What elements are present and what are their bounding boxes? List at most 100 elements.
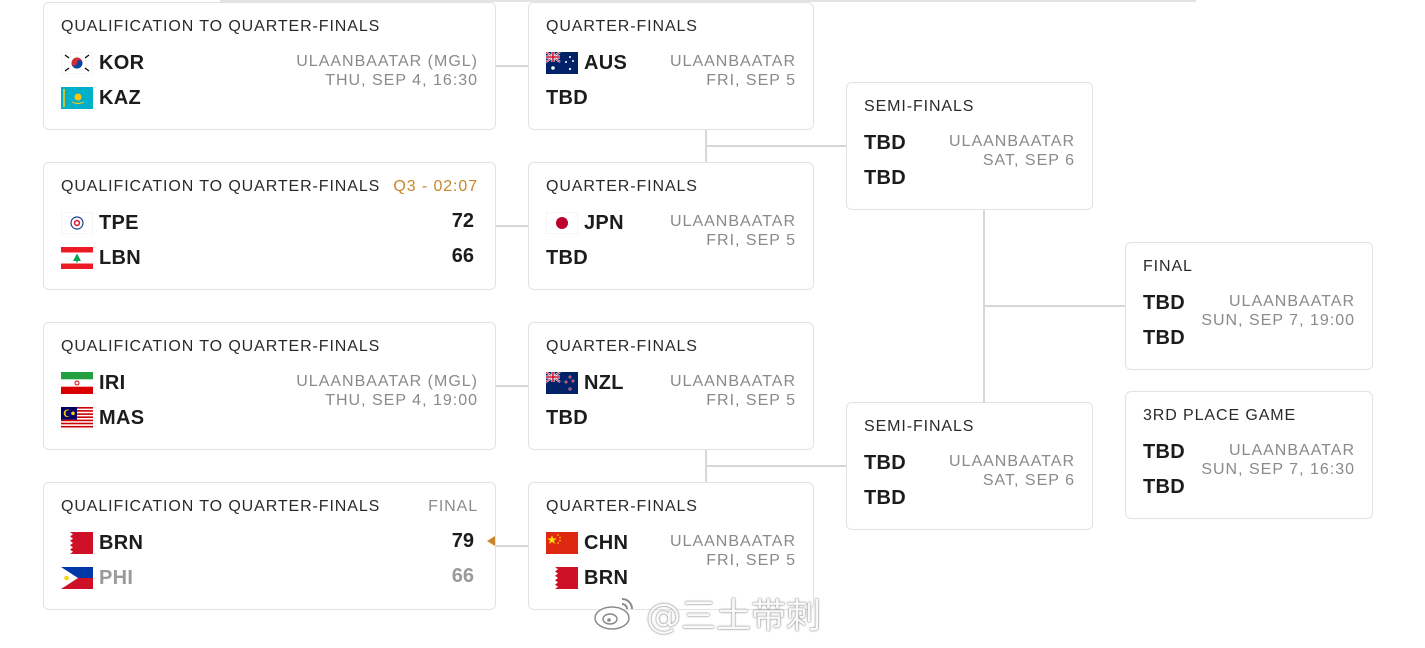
team-row[interactable]: TBD <box>546 405 588 431</box>
game-time: FRI, SEP 5 <box>706 232 796 249</box>
team-row[interactable]: BRN <box>61 530 143 556</box>
team-code: TBD <box>864 131 907 154</box>
round-title: QUARTER-FINALS <box>546 338 698 355</box>
brn-flag-icon <box>546 567 578 589</box>
bracket-connector <box>706 145 847 147</box>
kor-flag-icon <box>61 52 93 74</box>
venue-name: ULAANBAATAR <box>670 533 796 550</box>
team-code: TBD <box>546 406 589 429</box>
team-row[interactable]: PHI <box>61 565 133 591</box>
quarterfinal-game-card[interactable]: QUARTER-FINALS CHN BRN ULAANBAATAR FRI, … <box>528 482 814 610</box>
bracket-connector <box>495 225 528 227</box>
bracket-connector <box>495 65 528 67</box>
team-row[interactable]: IRI <box>61 370 125 396</box>
team-score: 66 <box>451 245 474 267</box>
team-row[interactable]: BRN <box>546 565 628 591</box>
bracket-connector <box>495 545 528 547</box>
semifinal-game-card[interactable]: SEMI-FINALS TBD TBD ULAANBAATAR SAT, SEP… <box>846 82 1093 210</box>
tpe-flag-icon <box>61 212 93 234</box>
team-score: 72 <box>451 210 474 232</box>
venue-info: ULAANBAATAR (MGL) THU, SEP 4, 16:30 <box>296 52 478 90</box>
team-code: BRN <box>99 531 144 554</box>
quarterfinal-game-card[interactable]: QUARTER-FINALS NZL TBD ULAANBAATAR FRI, … <box>528 322 814 450</box>
venue-name: ULAANBAATAR <box>949 453 1075 470</box>
venue-info: ULAANBAATAR SUN, SEP 7, 16:30 <box>1201 441 1355 479</box>
team-row[interactable]: AUS <box>546 50 627 76</box>
team-code: KOR <box>99 51 145 74</box>
team-row[interactable]: TBD <box>1143 474 1185 500</box>
team-row[interactable]: NZL <box>546 370 624 396</box>
venue-info: ULAANBAATAR FRI, SEP 5 <box>670 372 796 410</box>
qualification-game-card[interactable]: QUALIFICATION TO QUARTER-FINALS Q3 - 02:… <box>43 162 496 290</box>
team-score: 79 <box>451 530 474 552</box>
team-row[interactable]: TBD <box>864 165 906 191</box>
qualification-game-card[interactable]: QUALIFICATION TO QUARTER-FINALS IRI MAS … <box>43 322 496 450</box>
final-game-card[interactable]: FINAL TBD TBD ULAANBAATAR SUN, SEP 7, 19… <box>1125 242 1373 370</box>
aus-flag-icon <box>546 52 578 74</box>
semifinal-game-card[interactable]: SEMI-FINALS TBD TBD ULAANBAATAR SAT, SEP… <box>846 402 1093 530</box>
third-place-game-card[interactable]: 3RD PLACE GAME TBD TBD ULAANBAATAR SUN, … <box>1125 391 1373 519</box>
game-time: FRI, SEP 5 <box>706 552 796 569</box>
round-title: QUARTER-FINALS <box>546 18 698 35</box>
team-row[interactable]: TBD <box>864 485 906 511</box>
team-code: JPN <box>584 211 624 234</box>
mas-flag-icon <box>61 407 93 429</box>
round-title: QUARTER-FINALS <box>546 178 698 195</box>
team-code: TBD <box>864 451 907 474</box>
venue-info: ULAANBAATAR SAT, SEP 6 <box>949 132 1075 170</box>
team-code: KAZ <box>99 86 142 109</box>
game-time: SUN, SEP 7, 19:00 <box>1201 312 1355 329</box>
qualification-game-card[interactable]: QUALIFICATION TO QUARTER-FINALS KOR KAZ … <box>43 2 496 130</box>
game-time: THU, SEP 4, 19:00 <box>325 392 478 409</box>
bracket-connector <box>495 385 528 387</box>
team-row[interactable]: CHN <box>546 530 628 556</box>
team-row[interactable]: TBD <box>546 85 588 111</box>
team-code: LBN <box>99 246 142 269</box>
team-row[interactable]: TBD <box>1143 290 1185 316</box>
venue-name: ULAANBAATAR <box>670 373 796 390</box>
lbn-flag-icon <box>61 247 93 269</box>
brn-flag-icon <box>61 532 93 554</box>
venue-info: ULAANBAATAR FRI, SEP 5 <box>670 532 796 570</box>
weibo-logo-icon <box>594 598 633 630</box>
team-row[interactable]: JPN <box>546 210 624 236</box>
kaz-flag-icon <box>61 87 93 109</box>
game-time: FRI, SEP 5 <box>706 72 796 89</box>
venue-name: ULAANBAATAR (MGL) <box>296 53 478 70</box>
quarterfinal-game-card[interactable]: QUARTER-FINALS AUS TBD ULAANBAATAR FRI, … <box>528 2 814 130</box>
team-row[interactable]: LBN <box>61 245 141 271</box>
team-code: NZL <box>584 371 624 394</box>
game-time: SAT, SEP 6 <box>982 472 1075 489</box>
venue-info: ULAANBAATAR FRI, SEP 5 <box>670 52 796 90</box>
team-code: TBD <box>1143 475 1186 498</box>
final-status: FINAL <box>428 498 478 515</box>
team-code: BRN <box>584 566 629 589</box>
venue-info: ULAANBAATAR FRI, SEP 5 <box>670 212 796 250</box>
team-row[interactable]: KOR <box>61 50 144 76</box>
phi-flag-icon <box>61 567 93 589</box>
qualification-game-card[interactable]: QUALIFICATION TO QUARTER-FINALS FINAL BR… <box>43 482 496 610</box>
team-code: MAS <box>99 406 145 429</box>
bracket-connector <box>706 465 847 467</box>
team-row[interactable]: TBD <box>546 245 588 271</box>
team-code: PHI <box>99 566 134 589</box>
venue-name: ULAANBAATAR <box>1229 293 1355 310</box>
top-divider <box>220 0 1196 2</box>
game-time: THU, SEP 4, 16:30 <box>325 72 478 89</box>
team-row[interactable]: TBD <box>864 450 906 476</box>
team-row[interactable]: KAZ <box>61 85 141 111</box>
quarterfinal-game-card[interactable]: QUARTER-FINALS JPN TBD ULAANBAATAR FRI, … <box>528 162 814 290</box>
team-row[interactable]: TPE <box>61 210 139 236</box>
round-title: 3RD PLACE GAME <box>1143 407 1297 424</box>
team-code: TBD <box>1143 326 1186 349</box>
team-row[interactable]: MAS <box>61 405 144 431</box>
round-title: QUALIFICATION TO QUARTER-FINALS <box>61 338 381 355</box>
venue-name: ULAANBAATAR (MGL) <box>296 373 478 390</box>
team-row[interactable]: TBD <box>864 130 906 156</box>
venue-name: ULAANBAATAR <box>949 133 1075 150</box>
venue-info: ULAANBAATAR SAT, SEP 6 <box>949 452 1075 490</box>
round-title: QUALIFICATION TO QUARTER-FINALS <box>61 178 381 195</box>
round-title: SEMI-FINALS <box>864 98 975 115</box>
team-row[interactable]: TBD <box>1143 439 1185 465</box>
team-row[interactable]: TBD <box>1143 325 1185 351</box>
